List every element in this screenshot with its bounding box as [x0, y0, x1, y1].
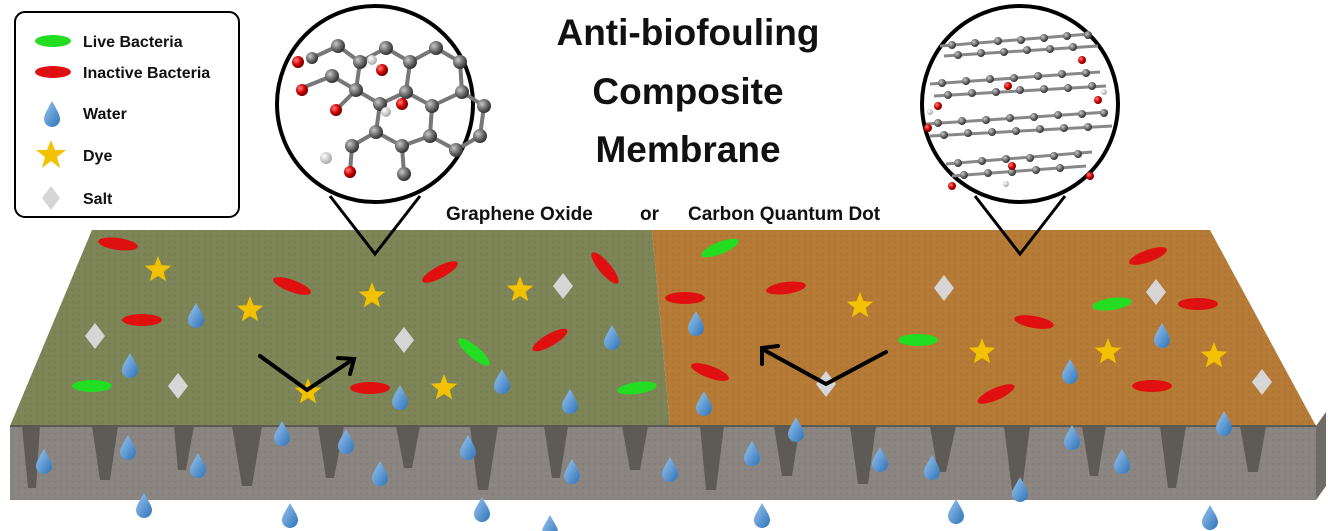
water-drop-icon — [188, 303, 204, 328]
water-drop-icon — [494, 369, 510, 394]
water-drop-icon — [688, 311, 704, 336]
water-drop-icon — [136, 493, 152, 518]
support-layer — [10, 412, 1326, 500]
water-drop-icon — [392, 385, 408, 410]
water-drop-icon — [36, 449, 52, 474]
graphene-oxide-label: Graphene Oxide — [446, 204, 593, 225]
title-line-2: Composite — [592, 71, 783, 112]
live-bacteria-icon — [617, 381, 657, 395]
live-bacteria-icon — [72, 380, 112, 392]
water-drop-icon — [788, 417, 804, 442]
salt-diamond-icon — [1146, 279, 1166, 305]
inactive-bacteria-icon — [422, 261, 458, 283]
live-bacteria-icon — [1092, 297, 1132, 311]
salt-diamond-icon — [85, 323, 105, 349]
flow-arrows — [258, 344, 888, 393]
particles — [36, 237, 1272, 531]
water-drop-icon — [120, 435, 136, 460]
water-drop-icon — [1062, 359, 1078, 384]
water-drop-icon — [282, 503, 298, 528]
salt-diamond-icon — [553, 273, 573, 299]
water-drop-icon — [1216, 411, 1232, 436]
water-drop-icon — [190, 453, 206, 478]
legend-label-live-bacteria: Live Bacteria — [83, 34, 183, 51]
dye-star-icon — [506, 276, 534, 302]
water-drop-icon — [372, 461, 388, 486]
inactive-bacteria-icon — [1014, 315, 1054, 329]
legend-label-inactive-bacteria: Inactive Bacteria — [83, 65, 210, 82]
dye-star-icon — [358, 282, 386, 308]
water-drop-icon — [872, 447, 888, 472]
water-drop-legend-icon — [44, 101, 60, 127]
legend-label-salt: Salt — [83, 191, 113, 208]
inactive-bacteria-icon — [532, 328, 568, 352]
dye-star-icon — [1094, 338, 1122, 364]
water-drop-icon — [542, 515, 558, 531]
live-bacteria-icon — [898, 334, 938, 346]
dye-star-icon — [1200, 342, 1228, 368]
inactive-bacteria-icon — [691, 363, 729, 381]
inactive-bacteria-icon — [665, 292, 705, 304]
live-bacteria-icon — [701, 238, 739, 258]
water-drop-icon — [1012, 477, 1028, 502]
graphene-oxide-callout — [275, 4, 491, 257]
water-drop-icon — [1202, 505, 1218, 530]
deflection-arrow-right — [762, 348, 888, 387]
inactive-bacteria-icon — [1132, 380, 1172, 392]
dye-star-icon — [430, 374, 458, 400]
water-drop-icon — [562, 389, 578, 414]
dye-star-icon — [236, 296, 264, 322]
inactive-bacteria-icon — [591, 252, 619, 284]
membrane-surface — [10, 230, 1316, 427]
water-drop-icon — [564, 459, 580, 484]
inactive-bacteria-icon — [1178, 298, 1218, 310]
salt-diamond-icon — [394, 327, 414, 353]
legend: Live Bacteria Inactive Bacteria Water Dy… — [14, 11, 240, 218]
salt-diamond-icon — [168, 373, 188, 399]
title-line-3: Membrane — [595, 129, 780, 170]
carbon-quantum-dot-label: Carbon Quantum Dot — [688, 204, 881, 225]
dye-star-legend-icon — [36, 140, 66, 168]
water-drop-icon — [696, 391, 712, 416]
salt-diamond-legend-icon — [42, 186, 60, 210]
salt-diamond-icon — [934, 275, 954, 301]
carbon-quantum-dot-layers-icon — [924, 31, 1113, 190]
inactive-bacteria-icon — [350, 382, 390, 394]
legend-label-water: Water — [83, 106, 127, 123]
live-bacteria-icon — [458, 338, 490, 366]
inactive-bacteria-icon — [977, 384, 1015, 404]
water-drop-icon — [474, 497, 490, 522]
water-drop-icon — [338, 429, 354, 454]
water-drop-icon — [662, 457, 678, 482]
water-drop-icon — [948, 499, 964, 524]
water-drop-icon — [1114, 449, 1130, 474]
water-drop-icon — [274, 421, 290, 446]
water-drop-icon — [122, 353, 138, 378]
or-label: or — [640, 204, 660, 225]
inactive-bacteria-icon — [766, 281, 806, 295]
legend-label-dye: Dye — [83, 148, 112, 165]
live-bacteria-legend-icon — [35, 35, 71, 47]
water-drop-icon — [924, 455, 940, 480]
inactive-bacteria-legend-icon — [35, 66, 71, 78]
water-drop-icon — [744, 441, 760, 466]
water-drop-icon — [1154, 323, 1170, 348]
water-drop-icon — [1064, 425, 1080, 450]
dye-star-icon — [968, 338, 996, 364]
inactive-bacteria-icon — [98, 237, 138, 251]
water-drop-icon — [604, 325, 620, 350]
inactive-bacteria-icon — [273, 277, 311, 295]
water-drop-icon — [460, 435, 476, 460]
deflection-arrow-left — [258, 354, 354, 393]
dye-star-icon — [846, 292, 874, 318]
water-drop-icon — [754, 503, 770, 528]
dye-star-icon — [144, 256, 172, 282]
inactive-bacteria-icon — [122, 314, 162, 326]
carbon-quantum-dot-callout — [920, 4, 1120, 257]
salt-diamond-icon — [1252, 369, 1272, 395]
title-line-1: Anti-biofouling — [556, 12, 819, 53]
inactive-bacteria-icon — [1129, 247, 1167, 265]
